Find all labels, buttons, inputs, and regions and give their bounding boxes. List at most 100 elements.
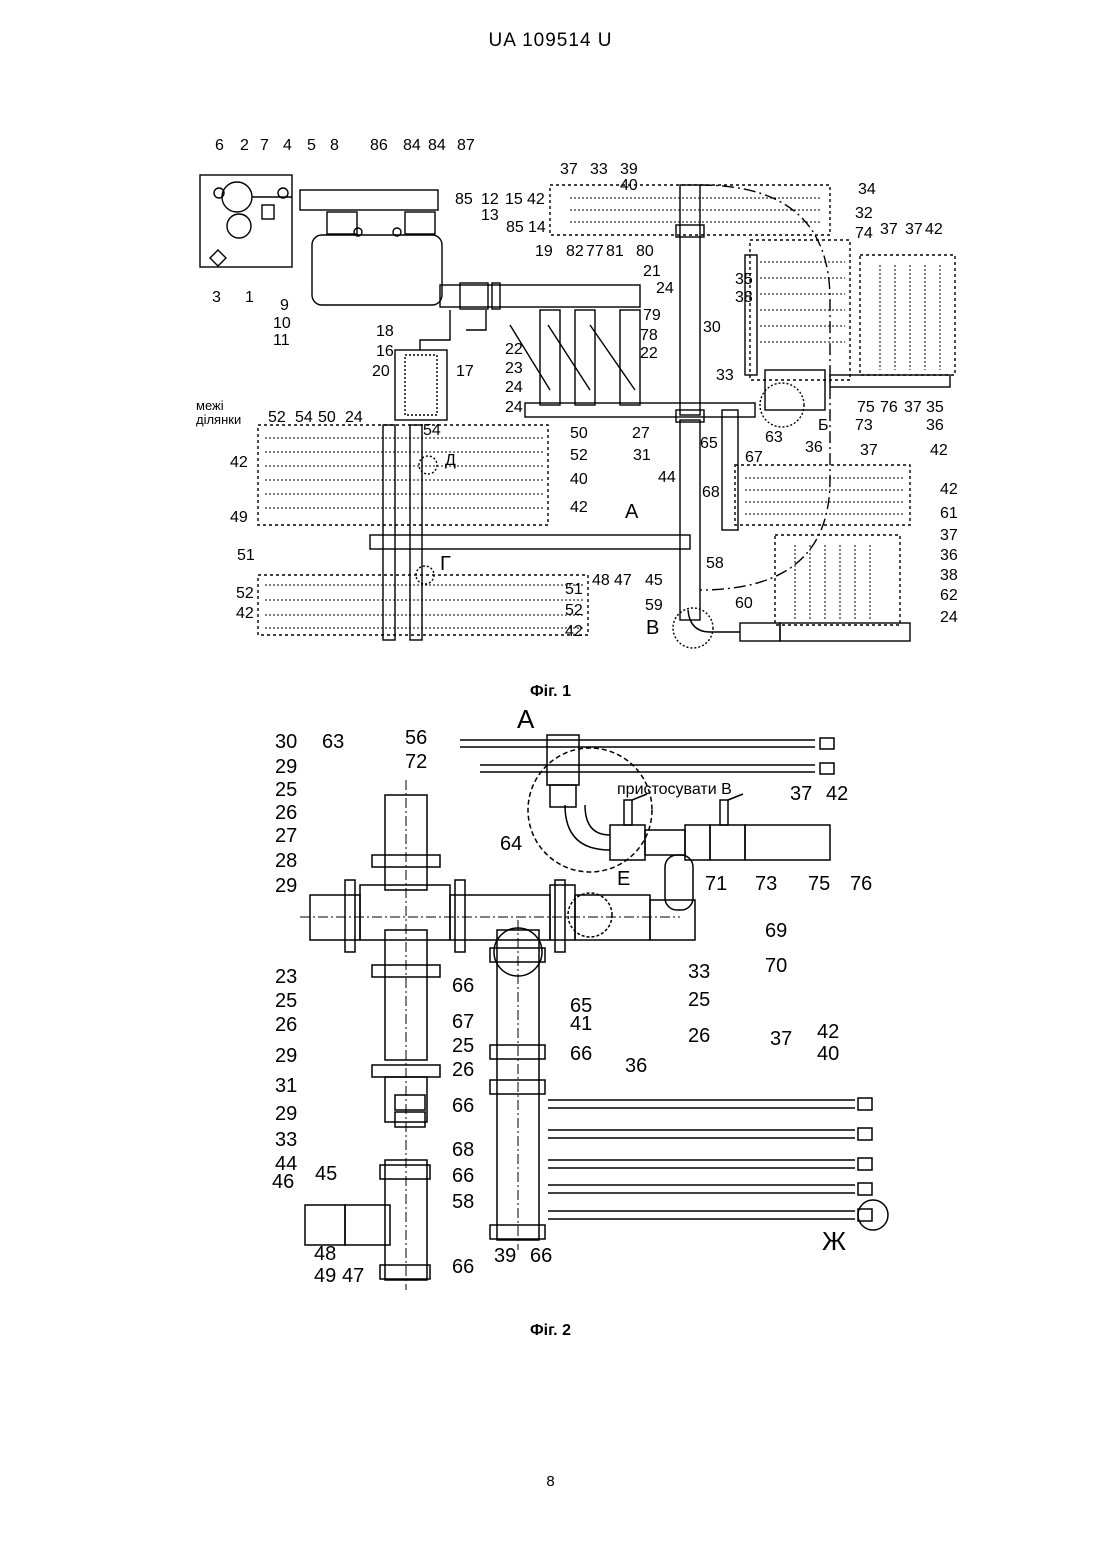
fig2-label: 45 xyxy=(315,1163,337,1185)
compressor-unit-frame xyxy=(200,175,292,267)
fig1-label: 15 xyxy=(505,191,523,208)
fig1-label: 23 xyxy=(505,360,523,377)
fig2-label: 26 xyxy=(275,802,297,824)
fig2-label: 46 xyxy=(272,1171,294,1193)
fig1-label: 36 xyxy=(940,547,958,564)
fig1-label: 58 xyxy=(706,555,724,572)
fig1-label: 51 xyxy=(565,581,583,598)
fig2-label: 31 xyxy=(275,1075,297,1097)
fig1-label: 50 xyxy=(318,409,336,426)
fig2-label: 47 xyxy=(342,1265,364,1287)
fig1-label: 54 xyxy=(295,409,313,426)
main-distribution-pipe xyxy=(440,285,640,307)
fig2-detail-letter: А xyxy=(517,704,535,734)
fig1-label: 54 xyxy=(423,422,441,439)
fig1-label: 37 xyxy=(560,161,578,178)
fig1-label: 42 xyxy=(940,481,958,498)
fig1-label: 60 xyxy=(735,595,753,612)
fig2-label: 66 xyxy=(452,975,474,997)
fig2-label: 30 xyxy=(275,731,297,753)
fig2-label: 40 xyxy=(817,1043,839,1065)
fig2-labels: 30 63 29 25 26 27 28 29 23 25 26 29 31 2… xyxy=(272,727,872,1287)
fig1-label: 67 xyxy=(745,449,763,466)
fig1-label: 77 xyxy=(586,243,604,260)
fig2-label: 64 xyxy=(500,833,522,855)
fig1-label: 12 xyxy=(481,191,499,208)
fig1-label: 73 xyxy=(855,417,873,434)
fig1-label: 24 xyxy=(505,399,523,416)
page-number: 8 xyxy=(0,1473,1101,1490)
fig1-label: 7 xyxy=(260,137,269,154)
fig1-label: Б xyxy=(818,417,829,434)
fig2-label: 42 xyxy=(817,1021,839,1043)
fig1-label: 52 xyxy=(565,602,583,619)
fig1-label: 24 xyxy=(345,409,363,426)
fig2-label: 26 xyxy=(688,1025,710,1047)
fig1-label: 81 xyxy=(606,243,624,260)
fig1-label: 1 xyxy=(245,289,254,306)
fig1-label: 61 xyxy=(940,505,958,522)
fig1-label: 86 xyxy=(370,137,388,154)
fig1-label: Г xyxy=(440,553,451,575)
fig1-label: В xyxy=(646,617,659,639)
fig1-label: 52 xyxy=(268,409,286,426)
fig1-label: 48 xyxy=(592,572,610,589)
fig1-label: 42 xyxy=(930,442,948,459)
fig2-label: Ж xyxy=(822,1226,846,1256)
fig2-label: 27 xyxy=(275,825,297,847)
fig1-label: 16 xyxy=(376,343,394,360)
fig1-label: 30 xyxy=(703,319,721,336)
fig1-label: 37 xyxy=(905,221,923,238)
fig2-label: 69 xyxy=(765,920,787,942)
fig2-label: 25 xyxy=(452,1035,474,1057)
fig1-label: 37 xyxy=(940,527,958,544)
fig1-label: 42 xyxy=(527,191,545,208)
fig2-label: 49 xyxy=(314,1265,336,1287)
fig1-label: 35 xyxy=(926,399,944,416)
fig1-label: 24 xyxy=(505,379,523,396)
fig1-label: 31 xyxy=(633,447,651,464)
fig1-label: 6 xyxy=(215,137,224,154)
fig1-label: 33 xyxy=(590,161,608,178)
fig1-label: 42 xyxy=(230,454,248,471)
fig2-label: 41 xyxy=(570,1013,592,1035)
fig2-label: 29 xyxy=(275,1045,297,1067)
fig1-label: 37 xyxy=(904,399,922,416)
fig1-label: 80 xyxy=(636,243,654,260)
fig2-label: 66 xyxy=(530,1245,552,1267)
fig1-label: 47 xyxy=(614,572,632,589)
filter-symbol xyxy=(210,250,226,266)
fig1-label: Д xyxy=(445,452,456,469)
fig1-label: 84 xyxy=(428,137,446,154)
fig1-label: 44 xyxy=(658,469,676,486)
fig2-label: 66 xyxy=(452,1256,474,1278)
boundary-label-line1: межі xyxy=(196,398,224,413)
fig1-label: 22 xyxy=(505,341,523,358)
fig1-label: 36 xyxy=(926,417,944,434)
fig2-label: 29 xyxy=(275,756,297,778)
fig1-label: 42 xyxy=(570,499,588,516)
fig2-label: 76 xyxy=(850,873,872,895)
elbow-59 xyxy=(688,610,740,632)
fig1-label: 4 xyxy=(283,137,292,154)
fig1-label: 74 xyxy=(855,225,873,242)
fig2-label: 36 xyxy=(625,1055,647,1077)
fig2-label: 72 xyxy=(405,751,427,773)
fig1-label: 79 xyxy=(643,307,661,324)
fig2-note: пристосувати В xyxy=(617,781,732,798)
fig1-label: 87 xyxy=(457,137,475,154)
fig2-label: 25 xyxy=(275,779,297,801)
fig1-label: 22 xyxy=(640,345,658,362)
fig1-label: 40 xyxy=(620,177,638,194)
fig1-label: 10 xyxy=(273,315,291,332)
fig1-drawing: 6 2 7 4 5 8 86 84 84 87 37 33 39 40 34 3… xyxy=(0,0,1101,700)
fig1-label: 35 xyxy=(735,271,753,288)
fig2-label: 33 xyxy=(688,961,710,983)
fig1-label: 63 xyxy=(765,429,783,446)
fig2-caption: Фіг. 2 xyxy=(0,1322,1101,1340)
fig1-label: 17 xyxy=(456,363,474,380)
fig1-label: 52 xyxy=(236,585,254,602)
fig1-label: 85 xyxy=(506,219,524,236)
fig1-label: 33 xyxy=(716,367,734,384)
fig1-label: 59 xyxy=(645,597,663,614)
